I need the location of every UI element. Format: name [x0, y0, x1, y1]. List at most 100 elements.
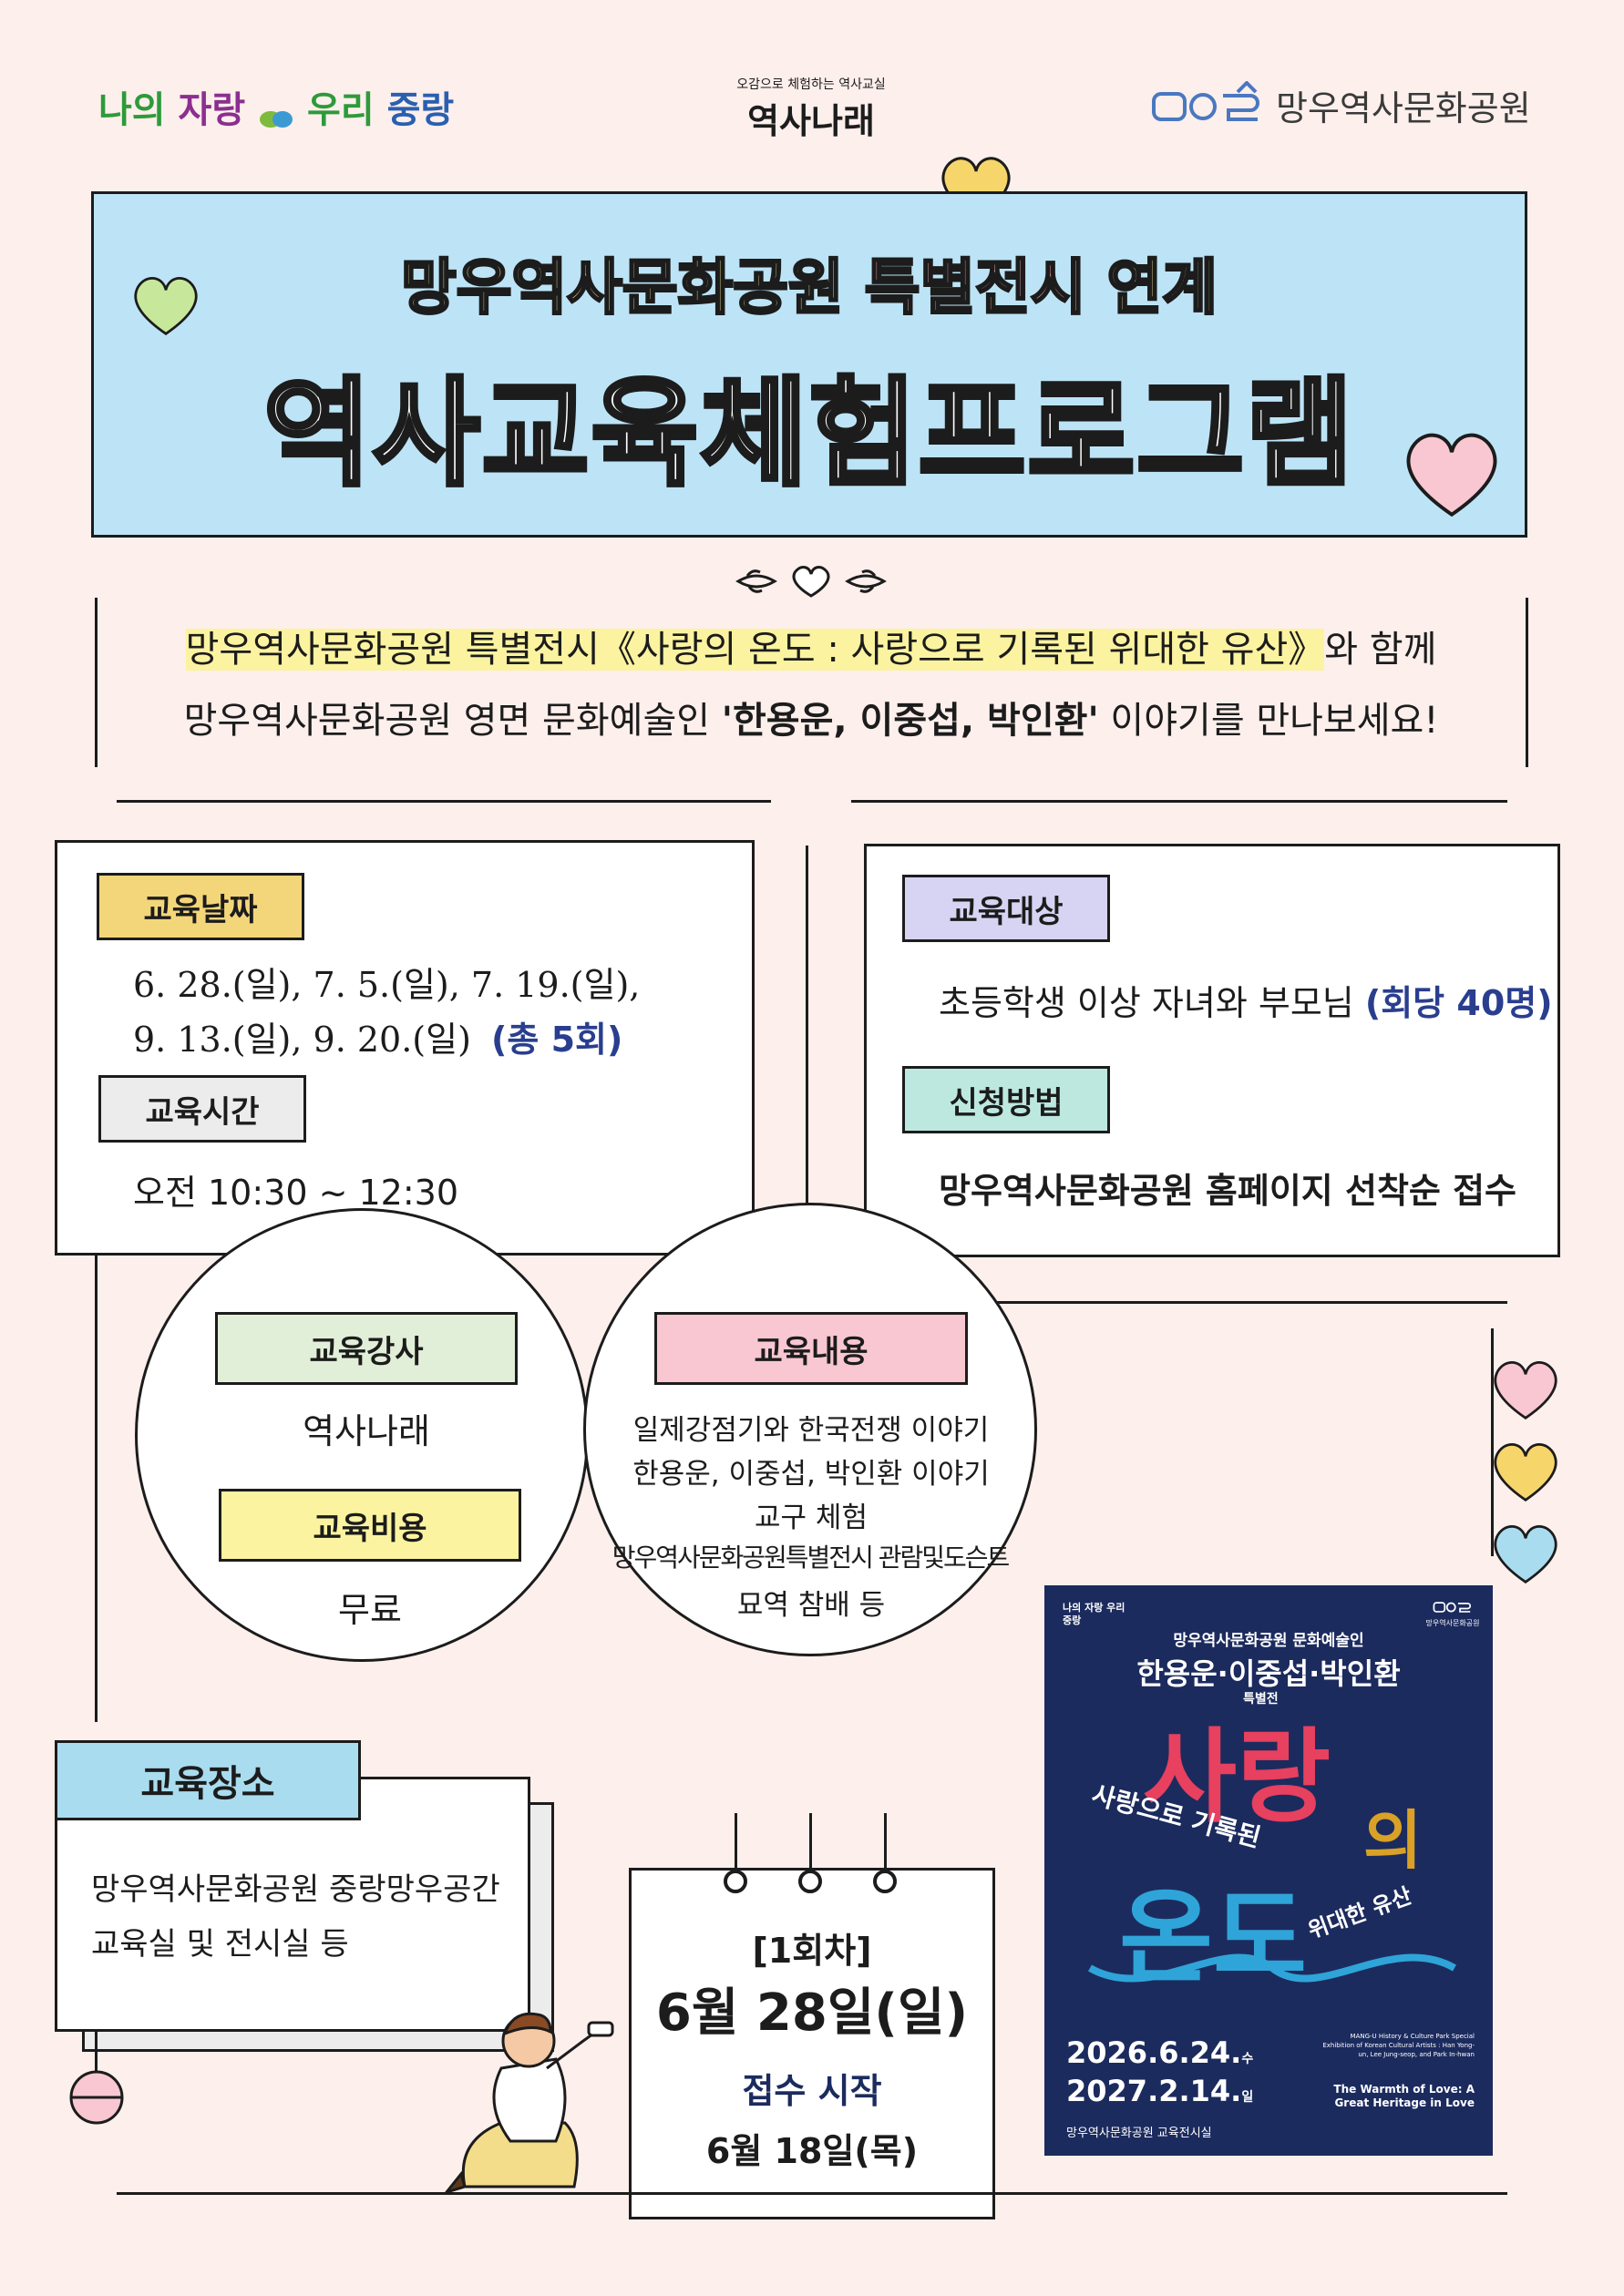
poster-mangu-icon	[1433, 1602, 1472, 1613]
poster-date-2: 2027.2.14.일	[1066, 2074, 1253, 2108]
poster-logo-right: 망우역사문화공원	[1425, 1598, 1480, 1628]
cost-tag: 교육비용	[219, 1489, 521, 1562]
cost-value: 무료	[338, 1590, 402, 1630]
cal-vline-2	[809, 1813, 812, 1877]
poster-exh: 특별전	[1243, 1692, 1279, 1707]
title-line-2: 역사교육체험프로그램	[262, 364, 1356, 505]
content-item-2: 한용운, 이중섭, 박인환 이야기	[632, 1458, 990, 1491]
date-tag: 교육날짜	[97, 873, 304, 940]
instructor-value: 역사나래	[303, 1411, 430, 1451]
cal-vline-1	[735, 1813, 737, 1877]
content-item-4: 망우역사문화공원특별전시 관람및도슨트	[612, 1543, 1011, 1573]
blue-heart-small-icon	[1489, 1522, 1562, 1585]
apply-value: 망우역사문화공원 홈페이지 선착순 접수	[939, 1171, 1517, 1211]
green-heart-icon	[129, 273, 202, 337]
logo-word-3: 우리	[307, 89, 375, 131]
time-tag: 교육시간	[98, 1075, 306, 1143]
logo-leaf-icon	[258, 99, 294, 128]
place-line-2: 교육실 및 전시실 등	[91, 1926, 349, 1963]
time-value: 오전 10:30 ~ 12:30	[133, 1173, 459, 1213]
intro-part-a: 망우역사문화공원 영면 문화예술인	[183, 700, 722, 742]
title-highlight: 특별전시	[863, 251, 1087, 324]
intro-part-c: 이야기를 만나보세요!	[1098, 700, 1439, 742]
content-tag: 교육내용	[654, 1312, 968, 1385]
poster-sub: 망우역사문화공원 문화예술인	[1173, 1632, 1364, 1650]
calendar-date: 6월 28일(일)	[655, 1983, 969, 2043]
logo-nauijarang: 나의 자랑 우리 중랑	[98, 80, 454, 133]
ornament-divider-icon	[729, 559, 893, 607]
title-line-1: 망우역사문화공원 특별전시 연계	[91, 239, 1527, 326]
far-right-line	[1491, 1328, 1494, 1556]
poster-venue: 망우역사문화공원 교육전시실	[1066, 2127, 1212, 2140]
poster-date-1-text: 2026.6.24.	[1066, 2035, 1242, 2070]
calendar-round: [1회차]	[752, 1931, 872, 1971]
poster-date-1: 2026.6.24.수	[1066, 2035, 1253, 2070]
target-count: (회당 40명)	[1364, 983, 1553, 1023]
date-count: (총 5회)	[491, 1020, 623, 1060]
poster-names: 한용운·이중섭·박인환	[1136, 1656, 1401, 1691]
intro-line-1: 망우역사문화공원 특별전시《사랑의 온도 : 사랑으로 기록된 위대한 유산》와…	[100, 620, 1522, 672]
place-tag: 교육장소	[55, 1740, 361, 1820]
calendar-ring-3	[873, 1870, 897, 1893]
cal-vline-3	[884, 1813, 887, 1877]
title-part-c: 연계	[1085, 251, 1218, 324]
right-vertical-line	[806, 846, 808, 1237]
date-line-1: 6. 28.(일), 7. 5.(일), 7. 19.(일),	[133, 965, 641, 1005]
intro-left-bar	[95, 598, 98, 767]
pin-line	[95, 2032, 98, 2086]
calendar-reg-label: 접수 시작	[742, 2071, 882, 2111]
divider-left	[117, 800, 771, 803]
apply-tag: 신청방법	[902, 1066, 1110, 1133]
intro-rest: 와 함께	[1324, 629, 1437, 671]
date-time-box	[55, 840, 755, 1256]
logo-subtitle: 오감으로 체험하는 역사교실	[736, 77, 886, 92]
left-vertical-line	[95, 1212, 98, 1722]
target-tag: 교육대상	[902, 875, 1110, 942]
poster-swirl-icon	[1081, 1932, 1464, 2008]
poster-top-logo: 나의 자랑 우리 중랑	[1063, 1602, 1125, 1626]
target-value: 초등학생 이상 자녀와 부모님 (회당 40명)	[939, 975, 1553, 1025]
bottom-line	[117, 2192, 1507, 2195]
divider-right	[851, 800, 1507, 803]
yellow-heart-small-icon	[1489, 1440, 1562, 1503]
pink-heart-icon	[1400, 428, 1504, 519]
person-illustration	[428, 2004, 647, 2209]
title-box	[91, 191, 1527, 538]
logo-mangu-park: 망우역사문화공원	[1150, 79, 1531, 130]
poster-date-2-day: 일	[1241, 2090, 1254, 2105]
date-line-2-text: 9. 13.(일), 9. 20.(일)	[133, 1020, 471, 1060]
poster-en-title: The Warmth of Love: A Great Heritage in …	[1333, 2083, 1475, 2109]
exhibition-poster: 나의 자랑 우리 중랑 망우역사문화공원 망우역사문화공원 문화예술인 한용운·…	[1044, 1585, 1493, 2156]
place-line-1: 망우역사문화공원 중랑망우공간	[91, 1871, 500, 1908]
poster-title-1: 사랑	[1143, 1717, 1331, 1837]
mangu-logo-icon	[1150, 79, 1265, 130]
instructor-tag: 교육강사	[215, 1312, 518, 1385]
logo-word-4: 중랑	[386, 89, 455, 131]
target-apply-box	[864, 844, 1560, 1257]
instructor-cost-circle	[135, 1208, 589, 1662]
target-text: 초등학생 이상 자녀와 부모님	[939, 983, 1354, 1023]
poster-date-2-text: 2027.2.14.	[1066, 2074, 1242, 2108]
poster-date-1-day: 수	[1241, 2052, 1254, 2066]
mangu-logo-text: 망우역사문화공원	[1276, 88, 1531, 128]
content-item-1: 일제강점기와 한국전쟁 이야기	[632, 1414, 990, 1447]
date-line-2: 9. 13.(일), 9. 20.(일) (총 5회)	[133, 1011, 622, 1061]
calendar-ring-1	[724, 1870, 747, 1893]
intro-line-2: 망우역사문화공원 영면 문화예술인 '한용운, 이중섭, 박인환' 이야기를 만…	[100, 691, 1522, 743]
intro-highlight: 망우역사문화공원 특별전시《사랑의 온도 : 사랑으로 기록된 위대한 유산》	[185, 629, 1325, 671]
intro-right-bar	[1526, 598, 1528, 767]
content-item-3: 교구 체험	[755, 1502, 868, 1534]
logo-word-1: 나의	[98, 89, 166, 131]
logo-yeoksanarae: 오감으로 체험하는 역사교실 역사나래	[720, 75, 902, 143]
calendar-ring-2	[798, 1870, 822, 1893]
pink-pin-icon	[67, 2068, 126, 2130]
calendar-box	[629, 1868, 995, 2219]
poster-logo-text: 망우역사문화공원	[1425, 1619, 1480, 1627]
poster-en-small: MANG-U History & Culture Park Special Ex…	[1322, 2033, 1475, 2058]
logo-word-2: 자랑	[178, 89, 246, 131]
content-circle	[583, 1203, 1037, 1656]
content-item-5: 묘역 참배 등	[736, 1589, 886, 1622]
poster-title-2: 의	[1363, 1802, 1423, 1878]
mid-right-line	[997, 1301, 1507, 1304]
title-part-a: 망우역사문화공원	[399, 251, 865, 324]
